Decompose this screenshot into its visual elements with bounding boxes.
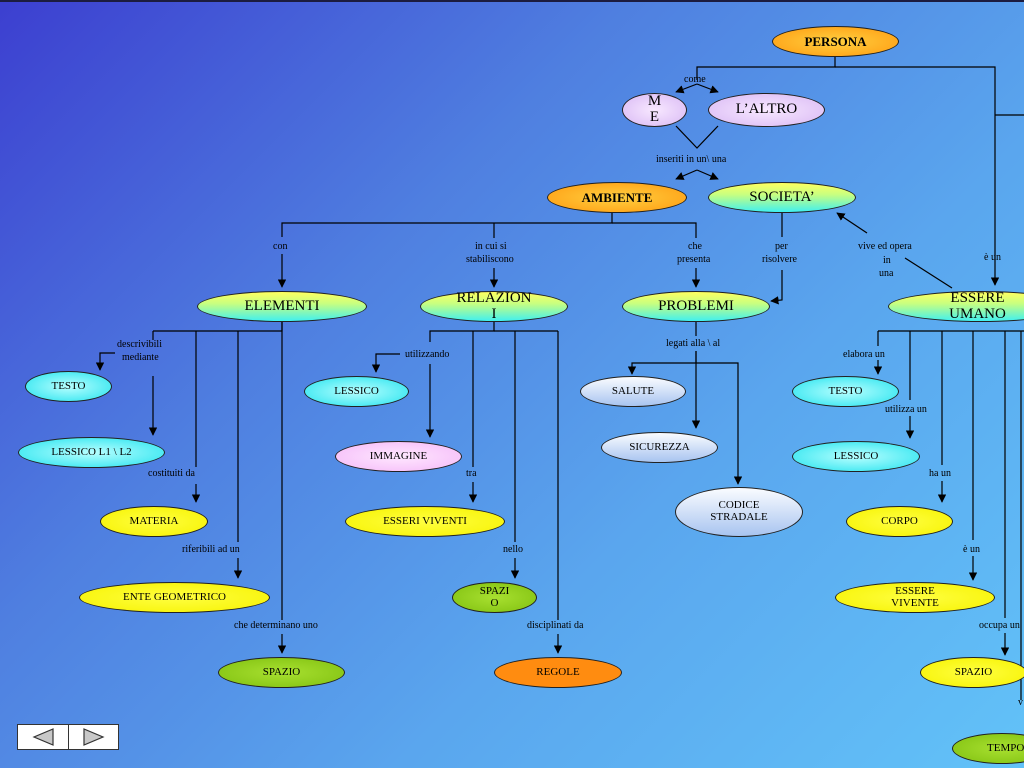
node-spazio-relazioni-label: SPAZIO bbox=[479, 584, 510, 609]
node-lessico-l1-l2-label: LESSICO L1 \ L2 bbox=[51, 445, 132, 458]
link-label-costituiti-da: costituiti da bbox=[148, 468, 195, 479]
link-label-che: che bbox=[688, 241, 702, 252]
link-label-occupa-un: occupa un bbox=[979, 620, 1020, 631]
link-label-descrivibili: descrivibili bbox=[117, 339, 162, 350]
node-testo-elementi: TESTO bbox=[25, 371, 112, 402]
node-tempo: TEMPO bbox=[952, 733, 1024, 764]
node-lessico-relazioni: LESSICO bbox=[304, 376, 409, 407]
node-spazio-elementi: SPAZIO bbox=[218, 657, 345, 688]
node-corpo-label: CORPO bbox=[881, 514, 918, 527]
previous-slide-button[interactable] bbox=[18, 725, 68, 749]
node-salute: SALUTE bbox=[580, 376, 686, 407]
node-altro-label: L’ALTRO bbox=[735, 101, 798, 118]
link-label-in: in bbox=[883, 255, 891, 266]
node-elementi-label: ELEMENTI bbox=[244, 297, 320, 314]
node-spazio-essere-umano: SPAZIO bbox=[920, 657, 1024, 688]
link-label-elabora-un: elabora un bbox=[843, 349, 885, 360]
link-label-nello: nello bbox=[503, 544, 523, 555]
node-sicurezza: SICUREZZA bbox=[601, 432, 718, 463]
node-spazio-elementi-label: SPAZIO bbox=[262, 665, 301, 678]
link-label-v-cut: v bbox=[1018, 697, 1023, 708]
link-label-risolvere: risolvere bbox=[762, 254, 797, 265]
node-essere-vivente-label: ESSERE VIVENTE bbox=[891, 584, 939, 609]
node-ambiente: AMBIENTE bbox=[547, 182, 687, 213]
link-label-che-determinano: che determinano uno bbox=[234, 620, 318, 631]
node-spazio-essere-umano-label: SPAZIO bbox=[954, 665, 993, 678]
node-lessico-essere-umano-label: LESSICO bbox=[833, 449, 879, 462]
node-persona: PERSONA bbox=[772, 26, 899, 57]
link-label-disciplinati-da: disciplinati da bbox=[527, 620, 584, 631]
node-immagine: IMMAGINE bbox=[335, 441, 462, 472]
node-esseri-viventi: ESSERI VIVENTI bbox=[345, 506, 505, 537]
link-label-mediante: mediante bbox=[122, 352, 159, 363]
link-label-inseriti: inseriti in un\ una bbox=[656, 154, 727, 165]
triangle-left-icon bbox=[32, 728, 54, 746]
link-label-utilizza-un: utilizza un bbox=[885, 404, 927, 415]
triangle-right-icon bbox=[82, 728, 105, 746]
node-relazioni-label: RELAZIONI bbox=[456, 289, 532, 322]
node-lessico-relazioni-label: LESSICO bbox=[334, 384, 379, 397]
node-corpo: CORPO bbox=[846, 506, 953, 537]
node-sicurezza-label: SICUREZZA bbox=[629, 440, 690, 453]
node-persona-label: PERSONA bbox=[804, 33, 867, 49]
node-regole-label: REGOLE bbox=[536, 665, 580, 678]
node-essere-umano: ESSERE UMANO bbox=[888, 289, 1024, 322]
node-regole: REGOLE bbox=[494, 657, 622, 688]
link-label-presenta: presenta bbox=[677, 254, 711, 265]
node-me: ME bbox=[622, 93, 687, 127]
link-label-per: per bbox=[775, 241, 788, 252]
link-label-come: come bbox=[684, 74, 706, 85]
node-lessico-l1-l2: LESSICO L1 \ L2 bbox=[18, 437, 165, 468]
link-label-e-un-bottom: è un bbox=[963, 544, 980, 555]
node-salute-label: SALUTE bbox=[611, 384, 655, 397]
node-ente-geometrico: ENTE GEOMETRICO bbox=[79, 582, 270, 613]
link-label-legati: legati alla \ al bbox=[666, 338, 721, 349]
node-lessico-essere-umano: LESSICO bbox=[792, 441, 920, 472]
link-label-e-un-top: è un bbox=[984, 252, 1001, 263]
node-codice-stradale-label: CODICE STRADALE bbox=[710, 499, 768, 523]
link-label-stabiliscono: stabiliscono bbox=[466, 254, 514, 265]
node-esseri-viventi-label: ESSERI VIVENTI bbox=[383, 514, 467, 527]
node-ambiente-label: AMBIENTE bbox=[581, 189, 653, 205]
node-immagine-label: IMMAGINE bbox=[369, 449, 428, 462]
link-label-una: una bbox=[879, 268, 894, 279]
node-testo-essere-umano: TESTO bbox=[792, 376, 899, 407]
node-ente-geometrico-label: ENTE GEOMETRICO bbox=[123, 590, 226, 603]
node-essere-vivente: ESSERE VIVENTE bbox=[835, 582, 995, 613]
link-label-in-cui-si: in cui si bbox=[475, 241, 507, 252]
node-altro: L’ALTRO bbox=[708, 93, 825, 127]
node-problemi: PROBLEMI bbox=[622, 291, 770, 322]
link-label-utilizzando: utilizzando bbox=[405, 349, 450, 360]
node-materia-label: MATERIA bbox=[129, 514, 179, 527]
node-problemi-label: PROBLEMI bbox=[658, 297, 734, 314]
node-relazioni: RELAZIONI bbox=[420, 289, 568, 322]
node-materia: MATERIA bbox=[100, 506, 208, 537]
node-spazio-relazioni: SPAZIO bbox=[452, 582, 537, 613]
node-elementi: ELEMENTI bbox=[197, 291, 367, 322]
link-label-ha-un: ha un bbox=[929, 468, 951, 479]
link-label-riferibili: riferibili ad un bbox=[182, 544, 240, 555]
node-testo-essere-umano-label: TESTO bbox=[828, 384, 863, 397]
node-codice-stradale: CODICE STRADALE bbox=[675, 487, 803, 537]
node-tempo-label: TEMPO bbox=[987, 741, 1024, 754]
link-label-tra: tra bbox=[466, 468, 477, 479]
next-slide-button[interactable] bbox=[68, 725, 118, 749]
node-essere-umano-label: ESSERE UMANO bbox=[949, 289, 1006, 322]
slide-navigation bbox=[17, 724, 119, 750]
node-me-label: ME bbox=[647, 93, 662, 125]
link-label-con: con bbox=[273, 241, 288, 252]
node-societa: SOCIETA’ bbox=[708, 182, 856, 213]
node-testo-elementi-label: TESTO bbox=[51, 379, 86, 392]
link-label-vive-ed-opera: vive ed opera bbox=[858, 241, 912, 252]
node-societa-label: SOCIETA’ bbox=[749, 188, 815, 205]
top-border-line bbox=[0, 0, 1024, 2]
